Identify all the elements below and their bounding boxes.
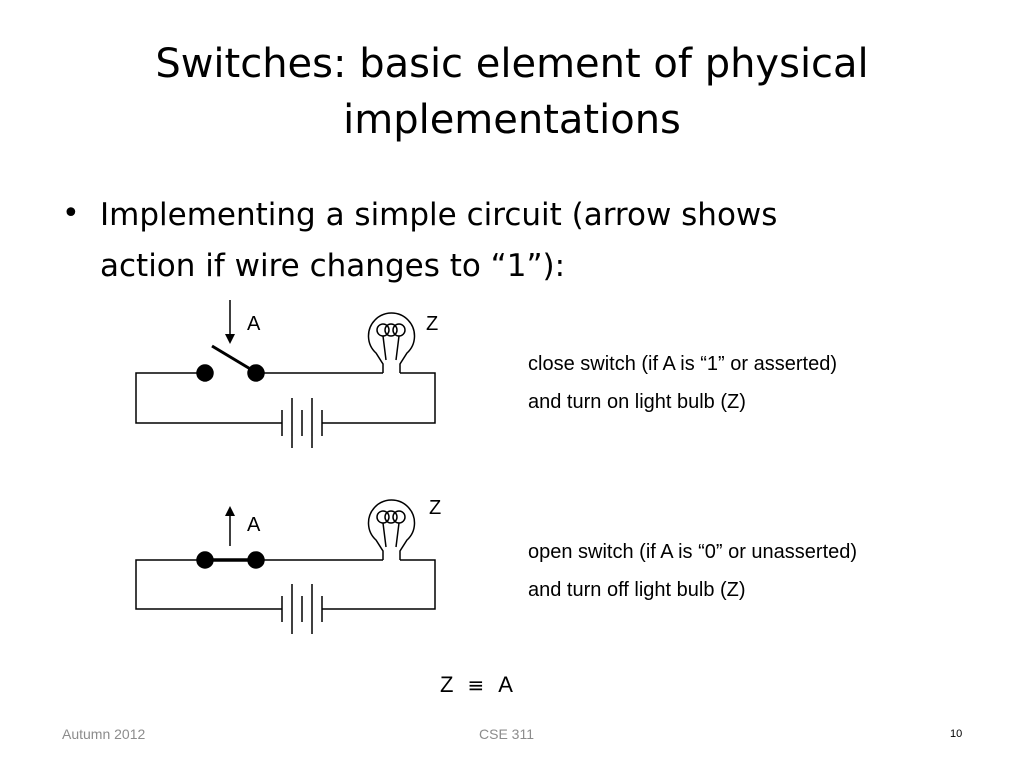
open-switch-caption: open switch (if A is “0” or unasserted) …	[528, 533, 857, 609]
footer-course: CSE 311	[479, 726, 534, 742]
battery-icon	[281, 584, 323, 634]
bullet-line-1: Implementing a simple circuit (arrow sho…	[100, 197, 778, 233]
open-caption-line-1: open switch (if A is “0” or unasserted)	[528, 541, 858, 563]
open-switch-circuit	[135, 499, 436, 634]
title-line-1: Switches: basic element of physical	[155, 41, 869, 87]
light-bulb-icon	[367, 499, 416, 560]
down-arrow-icon	[225, 300, 235, 344]
closed-caption-line-1: close switch (if A is “1” or asserted)	[528, 353, 837, 375]
equation-left: Z	[440, 672, 454, 697]
up-arrow-icon	[225, 506, 235, 546]
equivalence-symbol: ≡	[467, 673, 485, 697]
battery-icon	[281, 398, 323, 448]
closed-input-label: A	[247, 313, 261, 335]
title-line-2: implementations	[343, 97, 681, 143]
open-input-label: A	[247, 514, 261, 536]
closed-caption-line-2: and turn on light bulb (Z)	[528, 391, 746, 413]
equivalence-equation: Z ≡ A	[440, 672, 513, 698]
slide-title: Switches: basic element of physical impl…	[60, 36, 964, 148]
closed-switch-caption: close switch (if A is “1” or asserted) a…	[528, 345, 837, 421]
closed-switch	[196, 344, 265, 382]
bullet-line-2: action if wire changes to “1”):	[100, 248, 566, 284]
closed-circuit-wires	[135, 372, 436, 424]
closed-switch-circuit	[135, 300, 436, 448]
bullet-marker: •	[62, 196, 80, 231]
light-bulb-icon	[367, 312, 416, 373]
open-output-label: Z	[429, 497, 441, 519]
bullet-text: Implementing a simple circuit (arrow sho…	[100, 190, 960, 292]
open-switch	[196, 551, 265, 569]
page-number: 10	[950, 728, 963, 740]
footer-date: Autumn 2012	[62, 726, 146, 742]
closed-output-label: Z	[426, 313, 438, 335]
open-caption-line-2: and turn off light bulb (Z)	[528, 579, 746, 601]
open-circuit-wires	[135, 559, 436, 610]
equation-right: A	[498, 672, 513, 697]
